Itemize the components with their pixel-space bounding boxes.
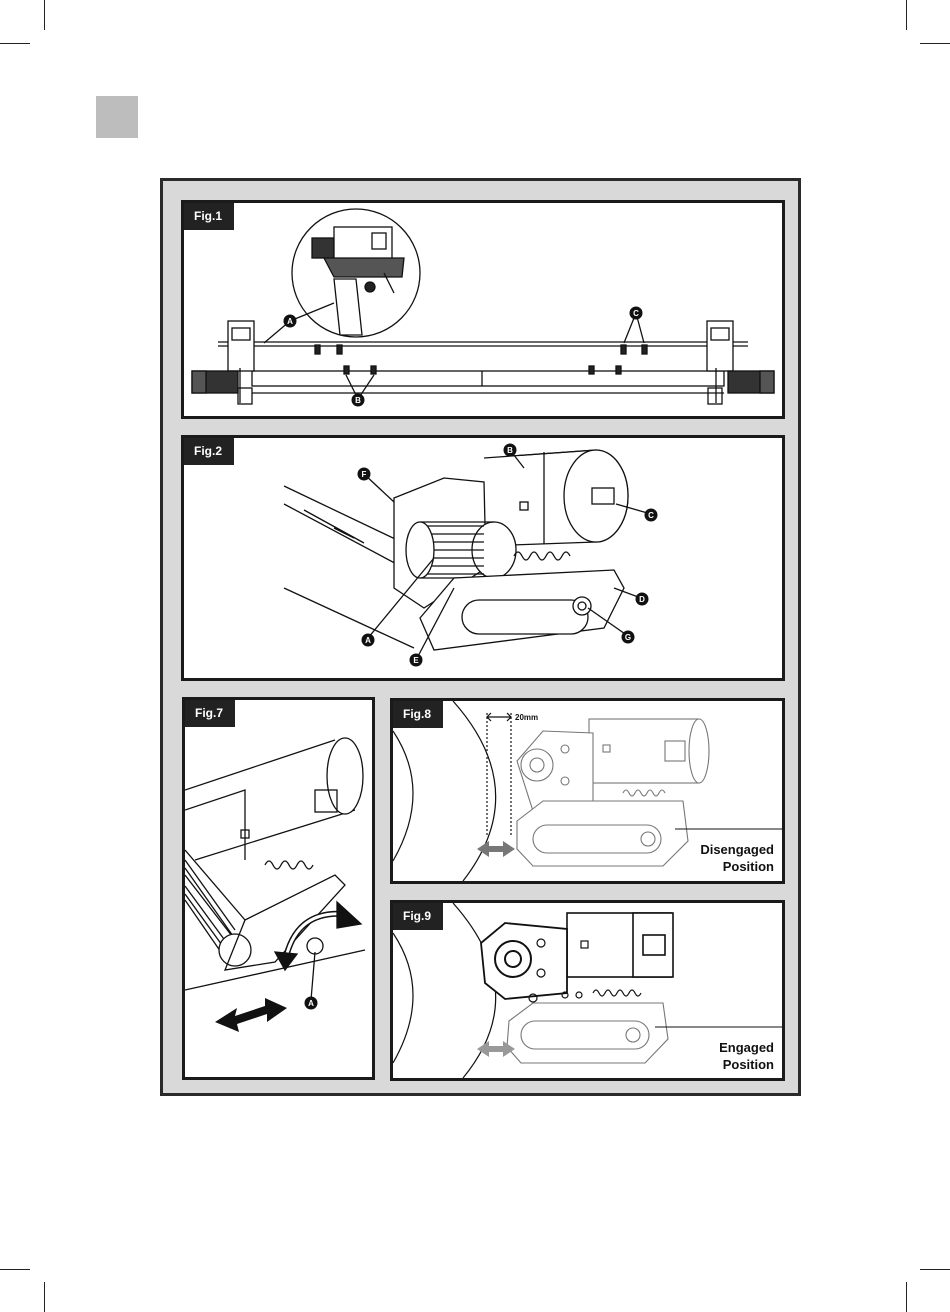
- figure-8-label: Fig.8: [393, 701, 443, 728]
- crop-mark-bottom-left-h: [0, 1269, 30, 1270]
- callout-a: A: [365, 636, 371, 645]
- figure-9-panel: Fig.9: [390, 900, 785, 1081]
- position-label: Disengaged Position: [700, 841, 774, 875]
- figures-frame: Fig.1: [160, 178, 801, 1096]
- figure-7-label: Fig.7: [185, 700, 235, 727]
- position-label-line1: Engaged: [719, 1039, 774, 1056]
- crop-mark-bottom-left-v: [44, 1282, 45, 1312]
- callout-g: G: [625, 633, 631, 642]
- callout-d: D: [639, 595, 645, 604]
- crop-mark-top-left-h: [0, 43, 30, 44]
- callout-a: A: [287, 317, 293, 326]
- crop-mark-bottom-right-v: [906, 1282, 907, 1312]
- figure-7-panel: Fig.7: [182, 697, 375, 1080]
- figure-2-label: Fig.2: [184, 438, 234, 465]
- figure-1-illustration: A B C: [184, 203, 782, 416]
- callout-c: C: [633, 309, 639, 318]
- dimension-label: 20mm: [515, 713, 538, 722]
- figure-1-panel: Fig.1: [181, 200, 785, 419]
- figure-2-panel: Fig.2: [181, 435, 785, 681]
- callout-b: B: [355, 396, 361, 405]
- callout-c: C: [648, 511, 654, 520]
- figure-7-illustration: A: [185, 700, 372, 1077]
- position-label-line2: Position: [700, 858, 774, 875]
- callout-b: B: [507, 446, 513, 455]
- section-tab: [96, 96, 138, 138]
- callout-a: A: [308, 999, 314, 1008]
- callout-e: E: [413, 656, 419, 665]
- crop-mark-top-left-v: [44, 0, 45, 30]
- position-label-line2: Position: [719, 1056, 774, 1073]
- figure-8-panel: Fig.8 20mm: [390, 698, 785, 884]
- crop-mark-bottom-right-h: [920, 1269, 950, 1270]
- position-label-line1: Disengaged: [700, 841, 774, 858]
- position-label: Engaged Position: [719, 1039, 774, 1073]
- figure-1-label: Fig.1: [184, 203, 234, 230]
- figure-2-illustration: F B C D G A E: [184, 438, 782, 678]
- crop-mark-top-right-v: [906, 0, 907, 30]
- crop-mark-top-right-h: [920, 43, 950, 44]
- figure-9-label: Fig.9: [393, 903, 443, 930]
- callout-f: F: [362, 470, 367, 479]
